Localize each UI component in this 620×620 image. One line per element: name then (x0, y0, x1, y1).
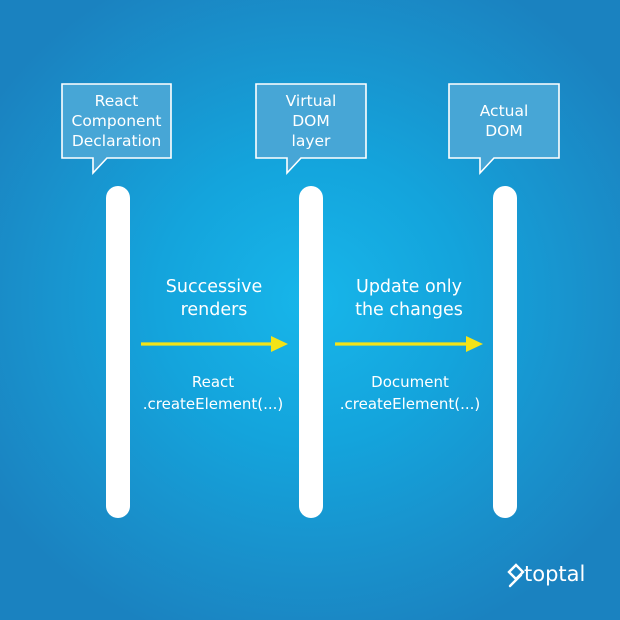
message-code-line: Document (371, 373, 449, 391)
message-label-line: Update only (356, 277, 462, 297)
arrow-head (271, 336, 288, 352)
callout-shape (448, 83, 560, 176)
toptal-logo-icon (507, 563, 525, 588)
box-label-line: DOM (292, 112, 330, 130)
callout-shape (61, 83, 172, 176)
message-label-line: renders (181, 300, 248, 320)
brand-name: toptal (524, 562, 585, 586)
toptal-brand: toptal (507, 562, 585, 588)
message-label-line: the changes (355, 300, 463, 320)
box-label-line: Virtual (286, 92, 337, 110)
box-label-line: Declaration (72, 132, 161, 150)
callout-shape (255, 83, 367, 176)
lifeline-actual-dom (493, 186, 517, 518)
message-code-line: .createElement(...) (143, 395, 284, 413)
actual-dom-box: Actual DOM (448, 83, 560, 176)
message-update-changes: Update only the changes Document .create… (335, 277, 483, 413)
box-label-line: React (95, 92, 139, 110)
arrow-head (466, 336, 483, 352)
message-label-line: Successive (166, 277, 262, 297)
lifeline-react-component (106, 186, 130, 518)
message-code-line: React (192, 373, 234, 391)
box-label-line: DOM (485, 122, 523, 140)
box-label-line: Actual (480, 102, 529, 120)
lifeline-virtual-dom (299, 186, 323, 518)
react-component-box: React Component Declaration (61, 83, 172, 176)
message-successive-renders: Successive renders React .createElement(… (141, 277, 288, 413)
virtual-dom-box: Virtual DOM layer (255, 83, 367, 176)
box-label-line: layer (292, 132, 332, 150)
box-label-line: Component (72, 112, 162, 130)
message-code-line: .createElement(...) (340, 395, 481, 413)
